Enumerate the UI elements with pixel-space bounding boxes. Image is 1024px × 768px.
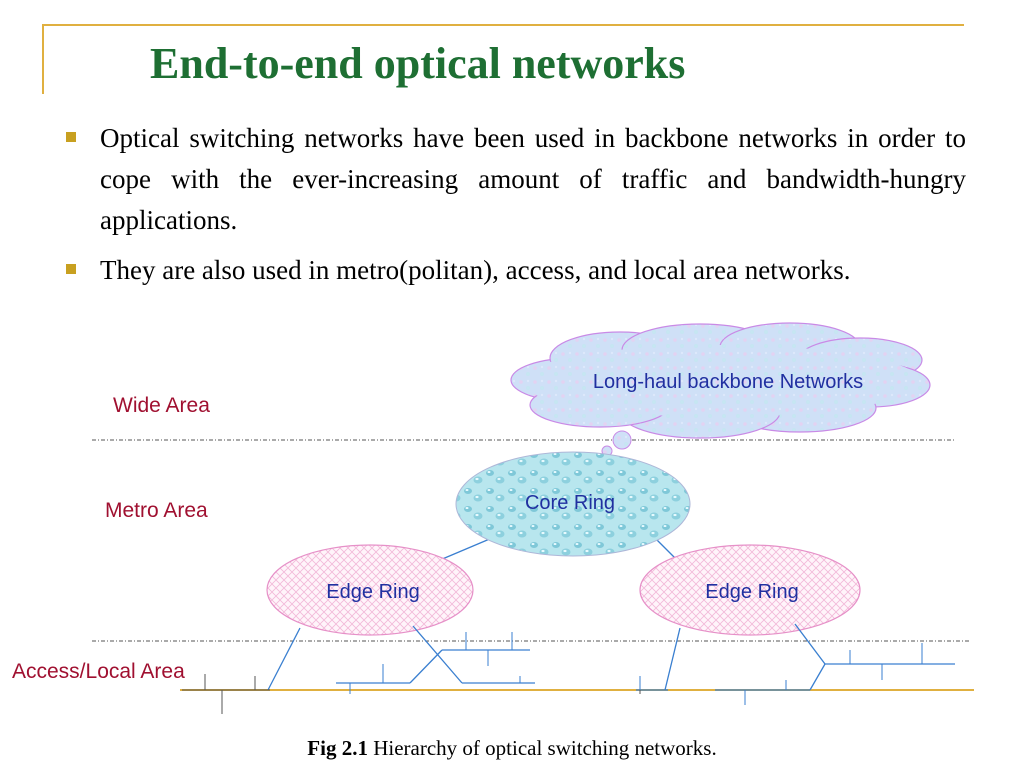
bubble-dot: [612, 430, 632, 450]
zone-label-metro: Metro Area: [105, 499, 208, 522]
zone-label-access: Access/Local Area: [12, 660, 185, 683]
caption-text: Hierarchy of optical switching networks.: [367, 736, 717, 760]
access-links-right: [636, 623, 955, 691]
edge-ring-left-label: Edge Ring: [326, 581, 419, 603]
edge-ring-left-icon: [266, 544, 474, 636]
core-ring-label: Core Ring: [525, 492, 615, 514]
slide-title: End-to-end optical networks: [150, 39, 686, 88]
caption-label: Fig 2.1: [307, 736, 368, 760]
frame-left-line: [42, 24, 44, 94]
access-ticks-left: [349, 632, 521, 694]
access-lan-left: [182, 674, 270, 714]
backbone-label: Long-haul backbone Networks: [593, 371, 863, 393]
bullet-text: Optical switching networks have been use…: [100, 123, 966, 235]
figure-caption: Fig 2.1 Hierarchy of optical switching n…: [0, 736, 1024, 761]
core-ring-icon: [455, 451, 691, 557]
bullet-square-icon: [66, 132, 76, 142]
core-edge-left-link: [439, 537, 493, 561]
access-links-left: [267, 625, 535, 691]
bullet-text: They are also used in metro(politan), ac…: [100, 255, 851, 285]
zone-label-wide: Wide Area: [113, 394, 210, 417]
bullet-item: Optical switching networks have been use…: [62, 118, 966, 241]
frame-bottom-line: [180, 689, 974, 691]
frame-top-line: [42, 24, 964, 26]
edge-ring-right-icon: [639, 544, 861, 636]
backbone-cloud-core: [520, 345, 920, 417]
core-edge-right-link: [654, 537, 676, 559]
bullet-square-icon: [66, 264, 76, 274]
bullet-item: They are also used in metro(politan), ac…: [62, 250, 950, 291]
edge-ring-right-label: Edge Ring: [705, 581, 798, 603]
access-ticks-right: [639, 643, 923, 705]
bullet-list: Optical switching networks have been use…: [62, 118, 966, 300]
